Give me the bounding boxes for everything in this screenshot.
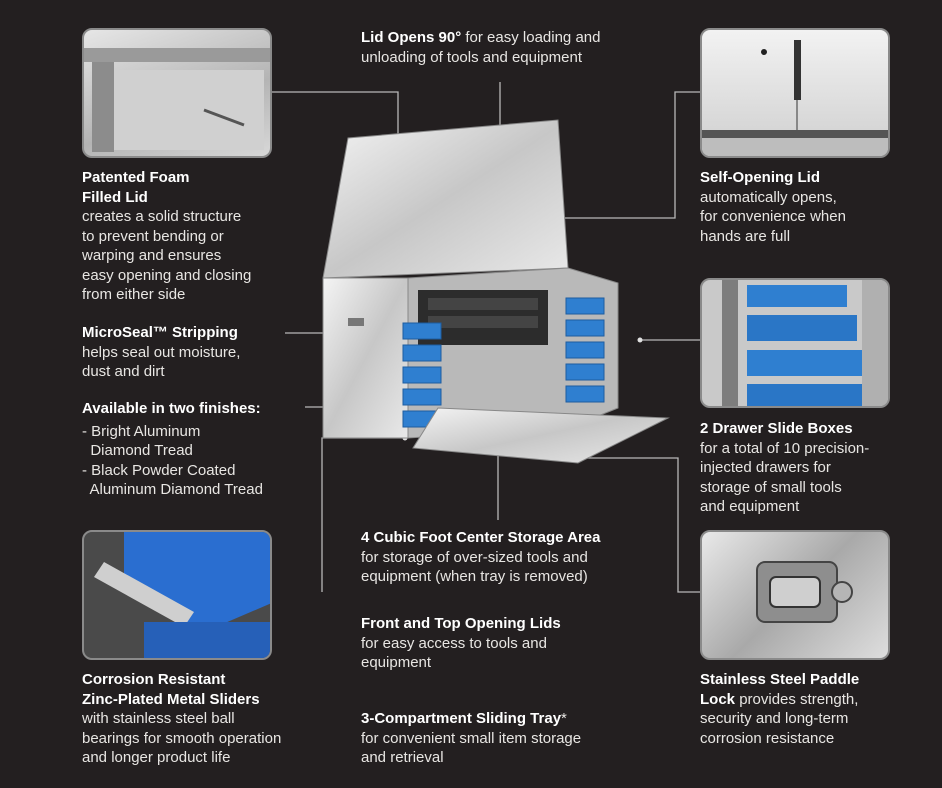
slider-illustration bbox=[94, 532, 270, 658]
microseal-text: helps seal out moisture, dust and dirt bbox=[82, 343, 241, 381]
foam-lid-title: Patented Foam Filled Lid bbox=[82, 169, 190, 206]
paddle-lock-text2: security and long-term corrosion resista… bbox=[700, 710, 849, 747]
lid-detail-illustration bbox=[84, 48, 270, 152]
lid-opens-title: Lid Opens 90° bbox=[361, 29, 462, 46]
feature-front-top-lids: Front and Top Opening Lids for easy acce… bbox=[361, 614, 661, 673]
paddle-lock-title: Stainless Steel Paddle Lock bbox=[700, 671, 860, 708]
center-storage-text: for storage of over-sized tools and equi… bbox=[361, 548, 588, 586]
feature-self-opening: Self-Opening Lid automatically opens, fo… bbox=[700, 168, 900, 246]
feature-center-storage: 4 Cubic Foot Center Storage Area for sto… bbox=[361, 528, 661, 587]
feature-sliders: Corrosion Resistant Zinc-Plated Metal Sl… bbox=[82, 670, 332, 768]
connector-lock bbox=[578, 457, 700, 593]
microseal-title: MicroSeal™ Stripping bbox=[82, 324, 238, 341]
gas-strut-illustration bbox=[702, 40, 888, 156]
lid-opens-text: for easy loading and bbox=[465, 29, 601, 46]
drawers-title: 2 Drawer Slide Boxes bbox=[700, 420, 853, 437]
connector-self-opening bbox=[492, 91, 700, 219]
foam-lid-text: creates a solid structure to prevent ben… bbox=[82, 208, 252, 303]
feature-sliding-tray: 3-Compartment Sliding Tray* for convenie… bbox=[361, 709, 661, 768]
self-opening-title: Self-Opening Lid bbox=[700, 169, 820, 186]
sliders-photo bbox=[82, 530, 272, 660]
front-top-text: for easy access to tools and equipment bbox=[361, 634, 547, 672]
feature-finishes: Available in two finishes: - Bright Alum… bbox=[82, 399, 312, 500]
lid-opens-text2: unloading of tools and equipment bbox=[361, 48, 583, 66]
toolbox-illustration bbox=[322, 119, 670, 464]
feature-drawers: 2 Drawer Slide Boxes for a total of 10 p… bbox=[700, 419, 920, 517]
finishes-title: Available in two finishes: bbox=[82, 400, 261, 417]
self-opening-lid-photo bbox=[700, 28, 890, 158]
self-opening-text: automatically opens, for convenience whe… bbox=[700, 188, 846, 245]
feature-microseal: MicroSeal™ Stripping helps seal out mois… bbox=[82, 323, 292, 382]
lock-illustration bbox=[756, 561, 853, 623]
front-top-title: Front and Top Opening Lids bbox=[361, 615, 561, 632]
foam-lid-photo bbox=[82, 28, 272, 158]
feature-paddle-lock: Stainless Steel Paddle Lock provides str… bbox=[700, 670, 920, 748]
tray-text: for convenient small item storage and re… bbox=[361, 729, 582, 767]
finish-item-bright: - Bright Aluminum Diamond Tread bbox=[82, 422, 201, 460]
feature-lid-opens: Lid Opens 90° for easy loading and unloa… bbox=[361, 28, 661, 67]
connector-foam-lid bbox=[272, 91, 399, 152]
drawers-illustration bbox=[722, 280, 888, 406]
center-storage-title: 4 Cubic Foot Center Storage Area bbox=[361, 529, 601, 546]
sliders-title: Corrosion Resistant Zinc-Plated Metal Sl… bbox=[82, 671, 260, 708]
feature-foam-lid: Patented Foam Filled Lid creates a solid… bbox=[82, 168, 302, 305]
drawers-text: for a total of 10 precision- injected dr… bbox=[700, 439, 870, 516]
paddle-lock-photo bbox=[700, 530, 890, 660]
sliders-text: with stainless steel ball bearings for s… bbox=[82, 710, 282, 766]
drawer-slides-photo bbox=[700, 278, 890, 408]
tray-title: 3-Compartment Sliding Tray bbox=[361, 710, 562, 727]
paddle-lock-text: provides strength, bbox=[739, 690, 859, 708]
finish-item-black: - Black Powder Coated Aluminum Diamond T… bbox=[82, 461, 263, 499]
tray-asterisk: * bbox=[561, 710, 567, 727]
